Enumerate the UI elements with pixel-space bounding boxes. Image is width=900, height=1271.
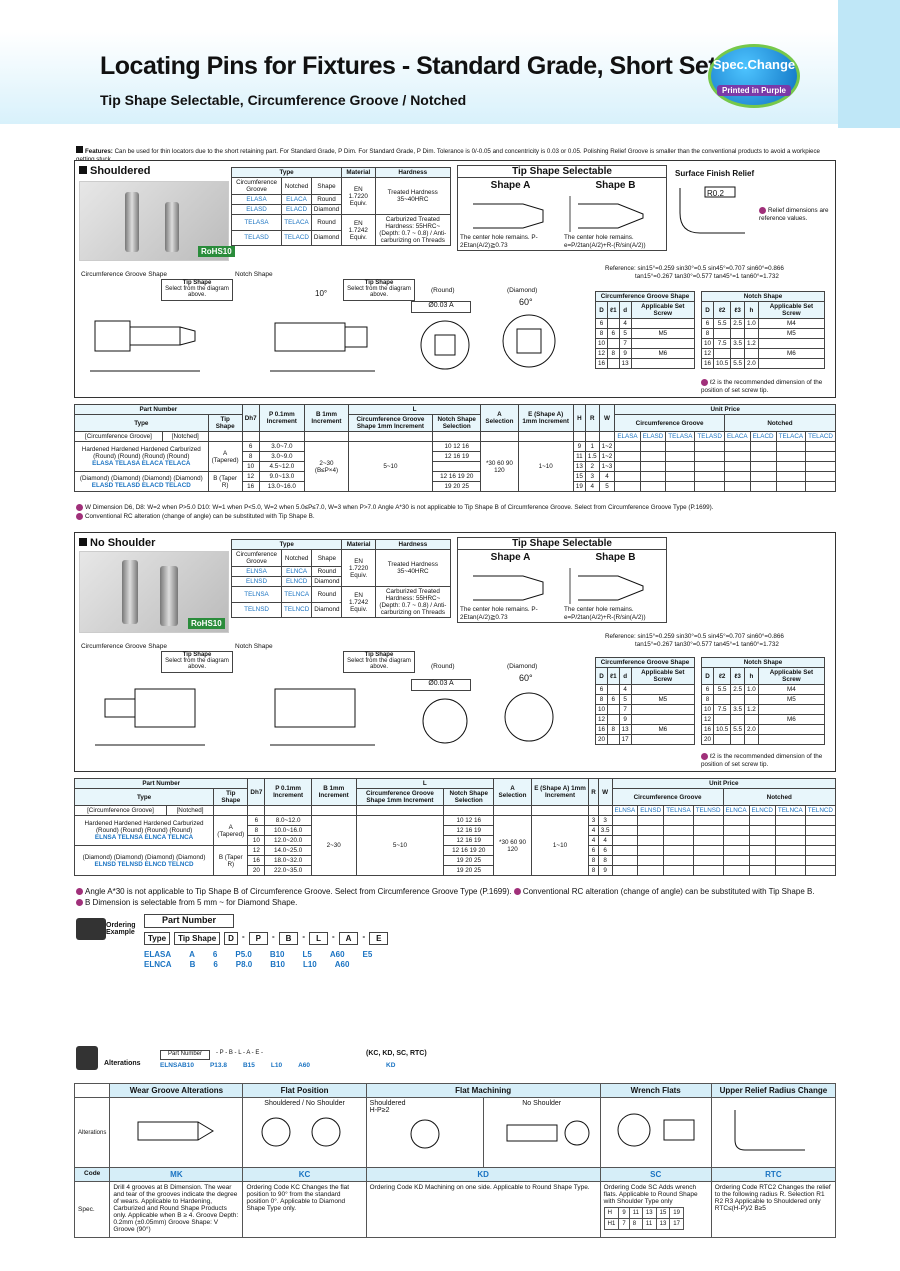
notch-label: Notch Shape <box>235 271 273 278</box>
phone-icon <box>76 918 106 940</box>
flat-machining-diagram <box>410 1119 440 1149</box>
surface-note: Relief dimensions are reference values. <box>759 207 829 223</box>
round-section <box>420 320 470 370</box>
surface-title: Surface Finish Relief <box>675 169 755 178</box>
relief-radius-diagram <box>734 1110 805 1151</box>
page-title: Locating Pins for Fixtures - Standard Gr… <box>100 52 794 80</box>
concentricity-box-2: Ø0.03 A <box>411 679 471 691</box>
header-background <box>0 32 838 124</box>
groove-pin-drawing <box>90 320 200 372</box>
product-photo: RoHS10 <box>79 181 235 261</box>
tip-shape-box-2: Tip Shape Selectable Shape A Shape B The… <box>457 537 667 623</box>
tip-shape-callout-4: Tip Shape Select from the diagram above. <box>343 651 415 673</box>
notch-pin-drawing-2 <box>270 688 375 746</box>
diamond-label: (Diamond) <box>507 287 538 294</box>
round-label: (Round) <box>431 287 455 294</box>
notch-note-2: ℓ2 is the recommended dimension of the p… <box>701 753 823 769</box>
diamond-section <box>502 314 556 368</box>
page-subtitle: Tip Shape Selectable, Circumference Groo… <box>100 92 467 108</box>
badge-title: Spec.Change <box>712 57 796 72</box>
spec-change-badge: Spec.Change Printed in Purple <box>708 44 800 108</box>
tip-note-b: The center hole remains. e=P/2tan(A/2)+R… <box>564 234 646 249</box>
angle-60: 60° <box>519 297 533 307</box>
wear-groove-diagram <box>137 1121 215 1141</box>
table1-note-2: Conventional RC alteration (change of an… <box>76 513 836 521</box>
surface-r-label: R0.2 <box>707 189 724 198</box>
rohs-badge-2: RoHS10 <box>188 618 225 629</box>
wrench-icon <box>76 1046 98 1070</box>
reference-2: tan15°=0.267 tan30°=0.577 tan45°=1 tan60… <box>635 273 779 280</box>
groove-label: Circumference Groove Shape <box>81 271 167 278</box>
flat-machining-diagram-2 <box>506 1120 590 1146</box>
product-photo-2: RoHS10 <box>79 551 229 633</box>
header-side-tab <box>838 0 900 128</box>
flat-position-diagram <box>261 1117 341 1147</box>
surface-relief-diagram <box>679 186 745 234</box>
badge-subtitle: Printed in Purple <box>717 85 791 96</box>
page-header: Locating Pins for Fixtures - Standard Gr… <box>0 0 900 128</box>
section-label-2: No Shoulder <box>79 537 155 549</box>
groove-pin-drawing-2 <box>95 688 205 746</box>
table2-note-1: Angle A*30 is not applicable to Tip Shap… <box>76 888 836 896</box>
wrench-flats-diagram <box>617 1113 695 1147</box>
features-text: Features: Can be used for thin locators … <box>76 146 836 164</box>
table1-note-1: W Dimension D6, D8: W=2 when P>5.0 D10: … <box>76 504 836 512</box>
table2-note-2: B Dimension is selectable from 5 mm ~ fo… <box>76 899 836 907</box>
rohs-badge: RoHS10 <box>198 246 235 257</box>
alterations-header: Alterations Part Number - P - B - L - A … <box>76 1046 516 1076</box>
notch-note: ℓ2 is the recommended dimension of the p… <box>701 379 823 395</box>
tip-shape-callout: Tip Shape Select from the diagram above. <box>161 279 233 301</box>
tip-shape-callout-2: Tip Shape Select from the diagram above. <box>343 279 415 301</box>
angle-10: 10° <box>315 289 328 298</box>
section-label: Shouldered <box>79 165 151 177</box>
notch-pin-drawing <box>270 322 375 372</box>
tip-shape-callout-3: Tip Shape Select from the diagram above. <box>161 651 233 673</box>
tip-shape-diagram <box>473 196 644 232</box>
ordering-example: Ordering Example Part Number Type Tip Sh… <box>76 914 436 974</box>
reference-1: Reference: sin15°=0.259 sin30°=0.5 sin45… <box>605 265 784 272</box>
concentricity-box: Ø0.03 A <box>411 301 471 313</box>
tip-note-a: The center hole remains. P-2Etan(A/2)≧0.… <box>460 234 538 249</box>
tip-shape-box: Tip Shape Selectable Shape A Shape B The… <box>457 165 667 251</box>
